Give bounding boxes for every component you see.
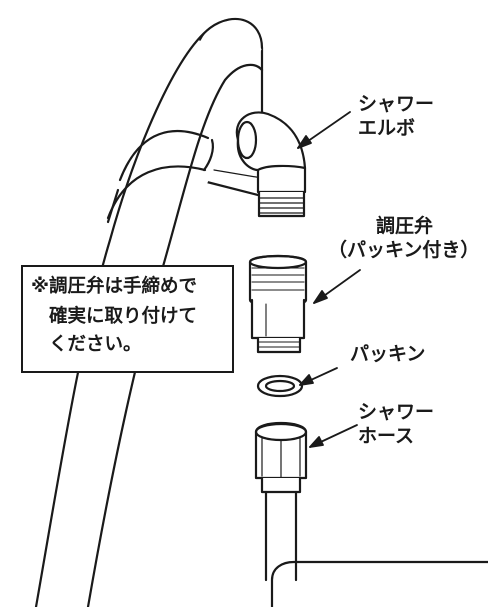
label-packing-text: パッキン xyxy=(350,343,426,365)
pressure-valve xyxy=(248,254,308,354)
label-shower-hose-line1: シャワー xyxy=(358,401,435,423)
packing-ring xyxy=(256,374,304,398)
note-line-2: 確実に取り付けて xyxy=(49,306,198,327)
note-line-3: ください。 xyxy=(49,334,142,355)
label-pressure-valve-line1: 調圧弁 xyxy=(376,215,434,237)
label-pressure-valve: 調圧弁 （パッキン付き） xyxy=(328,214,479,262)
tightening-note: ※調圧弁は手締めで 確実に取り付けて ください。 xyxy=(21,265,234,373)
note-line-1: ※調圧弁は手締めで xyxy=(31,276,197,297)
label-shower-elbow-line2: エルボ xyxy=(358,117,416,139)
leader-arrows xyxy=(297,111,361,448)
shower-elbow xyxy=(235,111,307,218)
shower-hose xyxy=(254,422,308,582)
info-box-corner xyxy=(270,560,488,607)
label-packing: パッキン xyxy=(350,342,425,366)
label-shower-elbow: シャワー エルボ xyxy=(358,92,434,140)
label-shower-hose: シャワー ホース xyxy=(358,400,434,448)
label-shower-hose-line2: ホース xyxy=(358,425,415,447)
label-pressure-valve-line2: （パッキン付き） xyxy=(328,239,480,261)
label-shower-elbow-line1: シャワー xyxy=(358,93,435,115)
